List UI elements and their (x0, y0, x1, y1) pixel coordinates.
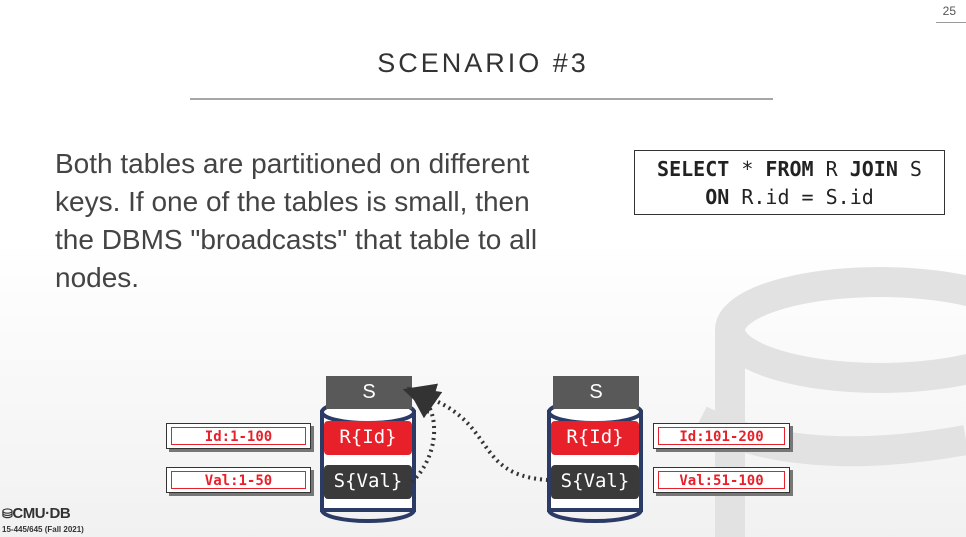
broadcast-arrow-local (406, 386, 443, 484)
sql-line-1-token: FROM (765, 157, 814, 181)
right-s-partition-label: S{Val} (560, 470, 630, 492)
left-r-partition-box (324, 421, 412, 455)
right-node-header: S (589, 381, 603, 403)
sql-line-2-token: ON (705, 185, 730, 209)
page-number-rule (936, 22, 966, 23)
left-node-header: S (362, 381, 376, 403)
course-label: 15-445/645 (Fall 2021) (2, 525, 84, 534)
left-s-partition-box (324, 465, 412, 499)
sql-line-1-token: SELECT (657, 157, 730, 181)
database-logo-icon: ⛁ (2, 506, 13, 521)
slide-title: SCENARIO #3 (377, 48, 589, 78)
left-r-range-label: Id:1-100 (166, 423, 311, 449)
sql-line-1-token: R (813, 157, 850, 181)
sql-line-1-token: * (729, 157, 766, 181)
left-r-range-text: Id:1-100 (171, 427, 306, 445)
left-s-range-text: Val:1-50 (171, 471, 306, 489)
left-r-partition-label: R{Id} (339, 426, 397, 448)
sql-line-2-token: R.id = S.id (729, 185, 874, 209)
right-r-range-text: Id:101-200 (658, 427, 785, 445)
title-rule (190, 98, 773, 100)
sql-line-2: ON R.id = S.id (635, 183, 944, 211)
right-s-range-text: Val:51-100 (658, 471, 785, 489)
left-s-partition-label: S{Val} (333, 470, 403, 492)
logo-text: CMU·DB (12, 505, 71, 522)
cmu-db-logo: ⛁CMU·DB (2, 505, 71, 522)
body-text: Both tables are partitioned on different… (55, 148, 538, 293)
broadcast-arrow-from-right (402, 383, 549, 482)
page-number: 25 (942, 4, 956, 18)
left-s-range-label: Val:1-50 (166, 467, 311, 493)
right-s-partition-box (551, 465, 639, 499)
right-r-partition-box (551, 421, 639, 455)
right-node-header-box (553, 376, 639, 409)
left-node-header-box (326, 376, 412, 409)
right-s-range-label: Val:51-100 (653, 467, 790, 493)
right-r-partition-label: R{Id} (566, 426, 624, 448)
sql-query-box: SELECT * FROM R JOIN S ON R.id = S.id (634, 150, 945, 215)
sql-line-1-token: JOIN (849, 157, 898, 181)
right-node-cylinder (547, 376, 643, 523)
sql-line-1-token: S (897, 157, 922, 181)
right-r-range-label: Id:101-200 (653, 423, 790, 449)
sql-line-1: SELECT * FROM R JOIN S (635, 155, 944, 183)
